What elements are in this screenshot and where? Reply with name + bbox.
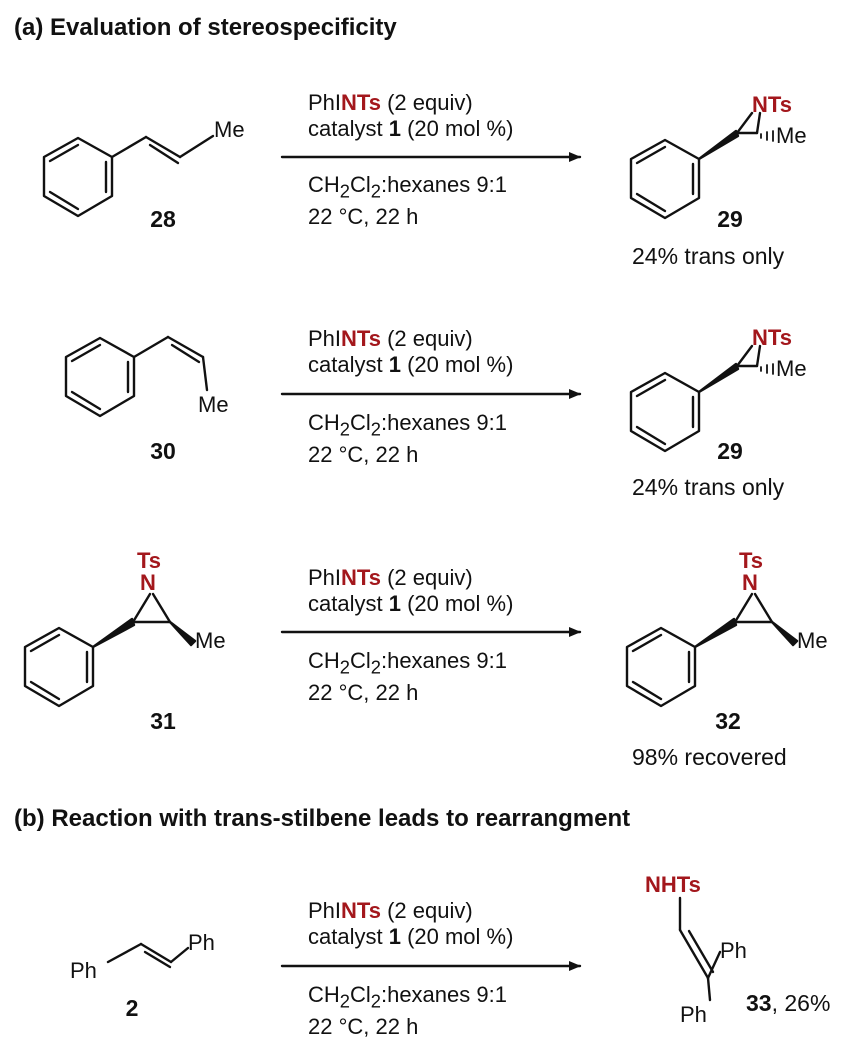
yield-32: 98% recovered [632,744,787,770]
section-b-title: (b) Reaction with trans-stilbene leads t… [14,805,631,832]
compound-33-structure [678,896,722,1002]
compound-label-33: 33 [746,990,772,1016]
conditions-above-1: PhINTs (2 equiv) catalyst 1 (20 mol %) [308,90,514,141]
phenyl-label-33a: Ph [720,938,747,963]
compound-label-29a: 29 [717,206,743,232]
nhts-label-33: NHTs [645,872,701,897]
compound-label-30: 30 [150,438,176,464]
methyl-label-29b: Me [776,356,807,381]
n-label-32: N [742,570,758,595]
yield-33: 33, 26% [746,990,830,1017]
compound-29-structure-2 [629,344,774,453]
conditions-above-3: PhINTs (2 equiv) catalyst 1 (20 mol %) [308,565,514,616]
compound-label-28: 28 [150,206,176,232]
yield-29a: 24% trans only [632,243,785,269]
methyl-label-31: Me [195,628,226,653]
yield-29b: 24% trans only [632,474,785,500]
conditions-above-4: PhINTs (2 equiv) catalyst 1 (20 mol %) [308,898,514,949]
conditions-below-2: CH2Cl2:hexanes 9:1 22 °C, 22 h [308,410,507,468]
conditions-below-3: CH2Cl2:hexanes 9:1 22 °C, 22 h [308,648,507,706]
ts-label-31: Ts [137,548,162,573]
conditions-below-4: CH2Cl2:hexanes 9:1 22 °C, 22 h [308,982,507,1040]
methyl-label-29a: Me [776,123,807,148]
conditions-below-1: CH2Cl2:hexanes 9:1 22 °C, 22 h [308,172,507,230]
compound-29-structure-1 [629,111,774,220]
conditions-above-2: PhINTs (2 equiv) catalyst 1 (20 mol %) [308,326,514,377]
compound-label-31: 31 [150,708,176,734]
compound-label-2: 2 [125,995,139,1021]
compound-label-32: 32 [715,708,741,734]
phenyl-label-33b: Ph [680,1002,707,1027]
compound-28-structure [42,134,215,218]
yield-33-value: , 26% [771,990,831,1016]
nts-label-29b: NTs [752,325,792,350]
compound-30-structure [64,335,209,418]
compound-label-29b: 29 [717,438,743,464]
ts-label-32: Ts [739,548,764,573]
phenyl-label-2b: Ph [188,930,215,955]
n-label-31: N [140,570,156,595]
phenyl-label-2a: Ph [70,958,97,983]
section-a-title: (a) Evaluation of stereospecificity [14,14,397,41]
methyl-label-30: Me [198,392,229,417]
nts-label-29a: NTs [752,92,792,117]
compound-31-structure [23,592,197,708]
compound-32-structure [625,592,799,708]
methyl-label-32: Me [797,628,828,653]
compound-2-structure [106,942,190,969]
methyl-label-28: Me [214,117,245,142]
